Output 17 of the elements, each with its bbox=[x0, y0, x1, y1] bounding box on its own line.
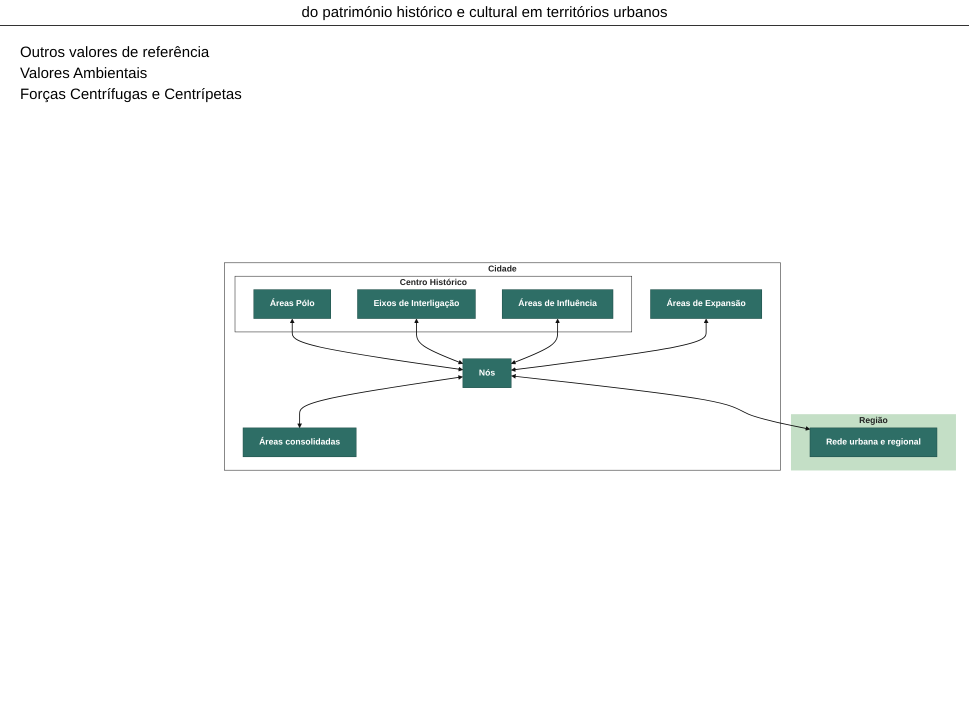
title: do património histórico e cultural em territórios urbanos bbox=[0, 0, 969, 26]
node-box: Nós bbox=[462, 358, 512, 388]
node-box: Eixos de Interligação bbox=[357, 289, 476, 319]
arrow bbox=[511, 374, 810, 431]
node-box: Áreas consolidadas bbox=[242, 428, 356, 458]
arrow bbox=[511, 318, 708, 372]
node-box: Áreas Pólo bbox=[254, 289, 331, 319]
note-text: Forças Centrífugas e Centrípetas bbox=[20, 86, 242, 103]
node-box: Áreas de Expansão bbox=[650, 289, 762, 319]
arrow bbox=[511, 318, 560, 364]
arrow bbox=[290, 318, 464, 372]
arrow bbox=[414, 318, 464, 364]
note-text: Valores Ambientais bbox=[20, 65, 148, 82]
node-box: Áreas de Influência bbox=[502, 289, 614, 319]
arrow bbox=[297, 375, 463, 428]
node-box: Rede urbana e regional bbox=[810, 428, 938, 458]
note-text: Outros valores de referência bbox=[20, 44, 210, 61]
